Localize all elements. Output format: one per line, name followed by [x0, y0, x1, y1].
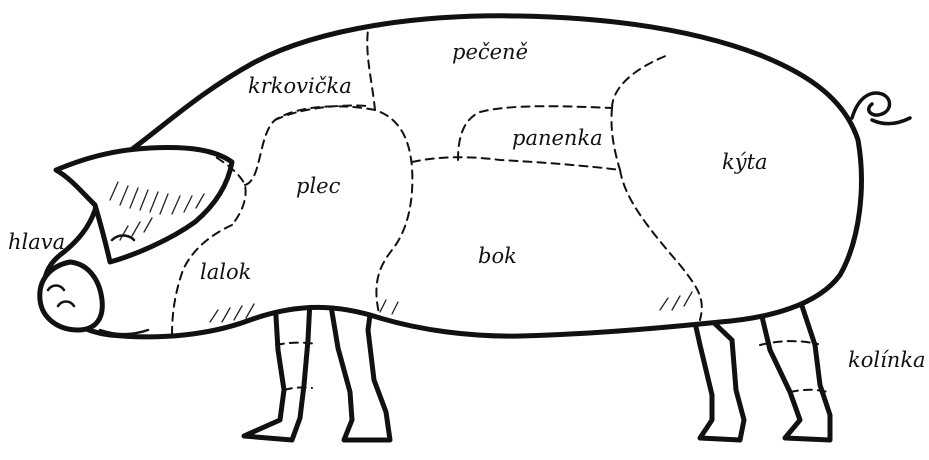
label-panenka: panenka: [512, 128, 603, 149]
label-hlava: hlava: [8, 232, 65, 253]
front-legs: [244, 300, 390, 440]
tail: [852, 93, 910, 124]
label-pecene: pečeně: [452, 42, 528, 63]
snout: [40, 262, 103, 330]
label-kyta: kýta: [722, 152, 768, 173]
label-krkovicka: krkovička: [248, 76, 352, 97]
label-lalok: lalok: [200, 262, 251, 283]
label-bok: bok: [478, 246, 517, 267]
label-plec: plec: [296, 176, 340, 197]
label-kolinka: kolínka: [848, 350, 926, 371]
